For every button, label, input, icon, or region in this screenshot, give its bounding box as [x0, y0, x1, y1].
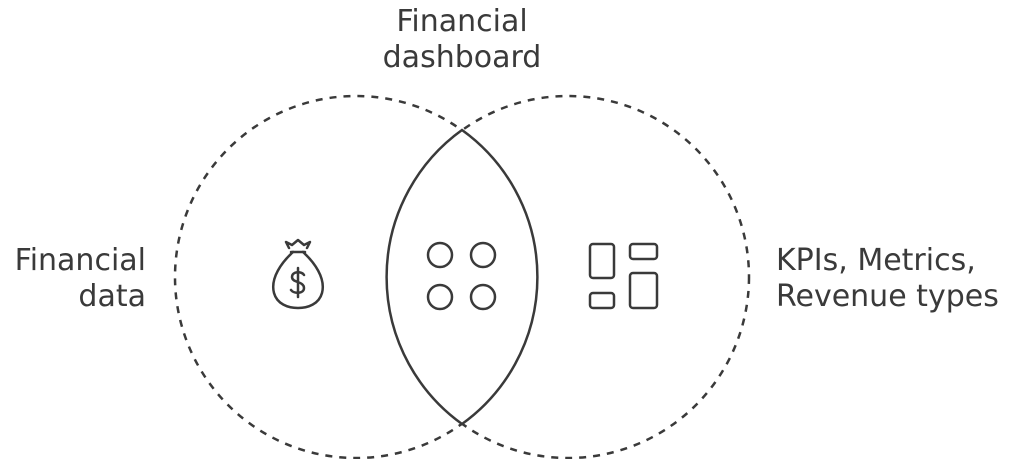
four-circles-icon — [426, 241, 497, 311]
right-label-line-2: Revenue types — [776, 279, 999, 314]
right-set-label: KPIs, Metrics, Revenue types — [776, 243, 1024, 315]
diagram-title: Financial dashboard — [312, 4, 612, 76]
left-label-line-1: Financial — [14, 243, 146, 278]
left-set-label: Financial data — [0, 243, 146, 315]
right-circle — [385, 94, 751, 459]
left-label-line-2: data — [78, 279, 146, 314]
dashboard-layout-icon — [588, 242, 659, 310]
title-line-1: Financial — [396, 4, 528, 39]
right-label-line-1: KPIs, Metrics, — [776, 243, 976, 278]
intersection-lens — [385, 128, 539, 426]
title-line-2: dashboard — [382, 40, 542, 75]
money-bag-icon — [271, 238, 325, 310]
